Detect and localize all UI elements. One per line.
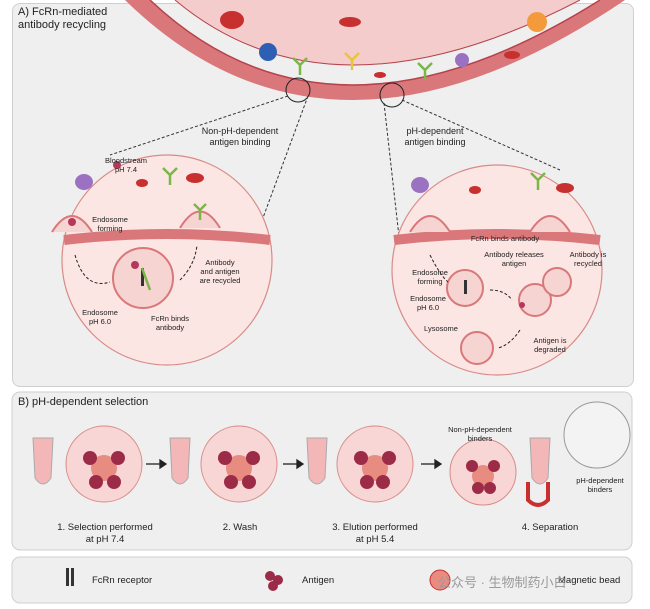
white-blood-cell [455, 53, 469, 67]
label-releases: Antibody releases antigen [484, 250, 544, 268]
antigen-cluster [83, 451, 500, 494]
label-is-recycled: Antibody is recycled [569, 250, 607, 268]
magnetic-bead [362, 455, 388, 481]
legend-fcrn: FcRn receptor [92, 575, 153, 586]
step-2-caption: 2. Wash [222, 522, 258, 533]
watermark: 公众号 · 生物制药小白 [438, 575, 567, 590]
red-blood-cell [339, 17, 361, 27]
heading-ph: pH-dependent antigen binding [404, 126, 466, 147]
panel-b-title: B) pH-dependent selection [18, 396, 149, 408]
label-lysosome: Lysosome [424, 324, 458, 333]
label-fcrn-binds: FcRn binds antibody [151, 314, 189, 332]
red-blood-cell [504, 51, 520, 59]
magnet-icon [526, 482, 550, 507]
fcrn-receptor-icon [66, 568, 69, 586]
magnetic-bead [91, 455, 117, 481]
label-degraded: Antigen is degraded [533, 336, 567, 354]
step-4-caption: 4. Separation [521, 522, 579, 533]
magnetic-bead [226, 455, 252, 481]
heading-non-ph: Non-pH-dependent antigen binding [201, 126, 279, 147]
tube-icon [306, 437, 328, 485]
legend-antigen: Antigen [302, 575, 335, 586]
legend-bead: Magnetic bead [558, 575, 621, 586]
magnetic-bead-icon [429, 569, 451, 591]
white-blood-cell [259, 43, 277, 61]
label-fcrn-binds-right: FcRn binds antibody [470, 234, 540, 243]
magnetic-bead [472, 465, 494, 487]
tube-icon [529, 437, 551, 485]
label-bloodstream: Bloodstream pH 7.4 [104, 156, 148, 174]
legend-panel [11, 556, 633, 604]
label-endosome-forming-right: Endosome forming [412, 268, 448, 286]
endosome-right-b [518, 283, 552, 317]
red-blood-cell [220, 11, 244, 29]
blood-vessel-wall [125, 0, 625, 100]
tube-icon [169, 437, 191, 485]
step-1-caption: 1. Selection performed at pH 7.4 [57, 522, 153, 545]
red-blood-cell [374, 72, 386, 78]
label-recycled: Antibody and antigen are recycled [199, 258, 241, 285]
endosome-right-c [542, 267, 572, 297]
tube-icon [32, 437, 54, 485]
panel-a-title: A) FcRn-mediated antibody recycling [18, 6, 108, 31]
well-circle [563, 401, 631, 469]
white-blood-cell [527, 12, 547, 32]
lysosome [460, 331, 494, 365]
antibody-icon [292, 52, 433, 80]
antigen-icon [265, 571, 283, 591]
label-endosome-forming: Endosome forming [92, 215, 128, 233]
label-endosome-ph-right: Endosome pH 6.0 [410, 294, 446, 312]
step-3-caption: 3. Elution performed at pH 5.4 [332, 522, 418, 545]
label-ph-binders: pH-dependent binders [576, 476, 624, 494]
label-endosome-ph: Endosome pH 6.0 [82, 308, 118, 326]
label-non-ph-binders: Non-pH-dependent binders [448, 425, 512, 443]
